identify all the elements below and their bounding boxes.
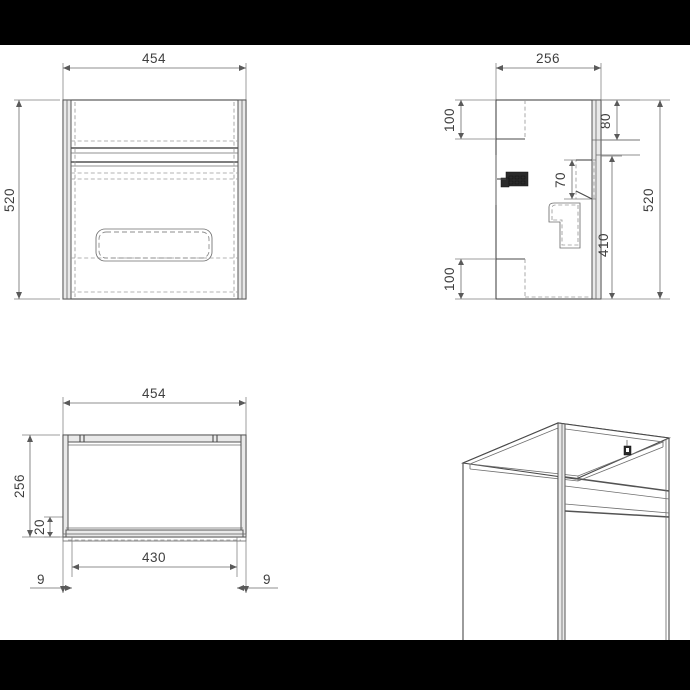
front-handle-recess [98,231,210,259]
side-cabinet-body [495,99,602,300]
dim-plan-depth: 256 [12,474,27,498]
dim-side-70: 70 [553,172,568,188]
plan-side-panel-right [240,434,247,538]
iso-drawer-divider-top [564,476,670,492]
letterbox-top [0,0,690,45]
side-front-panel [591,99,602,300]
technical-drawing-svg: 454 520 [2,51,672,640]
iso-drawer-divider-bottom [564,510,670,518]
dim-side-520: 520 [641,188,656,212]
iso-top-rim [460,422,672,480]
dim-front-height: 520 [2,188,17,212]
wall-bracket-hardware-icon [497,171,529,188]
dim-side-depth: 256 [536,51,560,66]
view-plan: 454 256 20 [12,386,278,593]
view-side-elevation: 256 100 100 [442,51,670,300]
view-front-elevation: 454 520 [2,51,247,300]
plan-front-rail [65,529,244,538]
dim-side-bottom-100: 100 [442,267,457,291]
front-cabinet-body [62,99,247,300]
side-basin-outline [551,204,579,246]
dim-plan-430: 430 [142,550,166,565]
plan-cabinet-body [62,434,247,538]
iso-inner-fitting-hardware [623,440,632,456]
drawing-canvas: 454 520 [0,45,690,640]
view-isometric [460,422,672,640]
dim-plan-20: 20 [32,519,47,535]
letterbox-bottom [0,640,690,690]
plan-side-panel-left [62,434,69,538]
dim-side-top-100: 100 [442,108,457,132]
iso-side-edge-strip [557,422,566,640]
dim-front-width: 454 [142,51,166,66]
dim-side-80: 80 [598,113,613,129]
dim-plan-width: 454 [142,386,166,401]
dim-plan-9-right: 9 [263,572,271,587]
dim-side-410: 410 [596,233,611,257]
dim-plan-9-left: 9 [37,572,45,587]
